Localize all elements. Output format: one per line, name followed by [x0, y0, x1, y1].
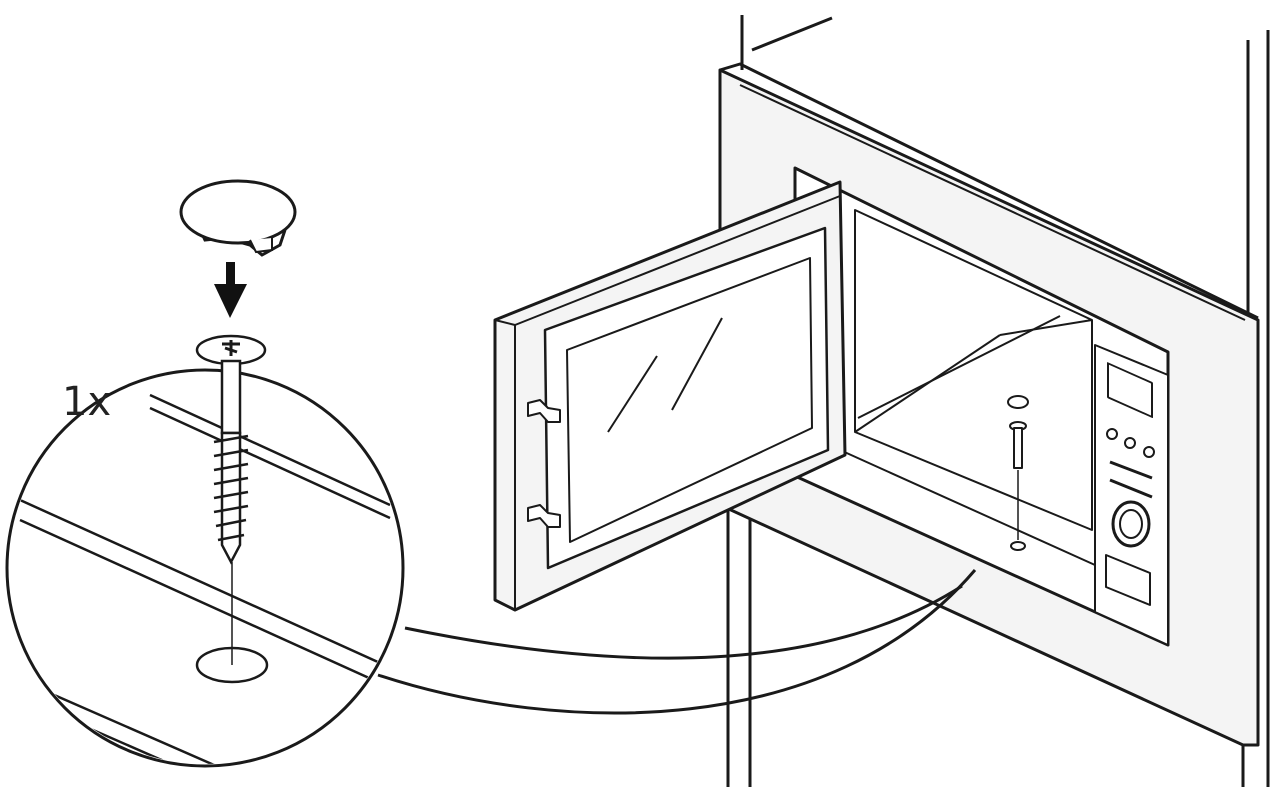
door-latch-bottom: [527, 504, 561, 528]
microwave-oven: [493, 62, 1260, 747]
detail-magnifier-circle: [5, 368, 405, 768]
display-bottom: [1105, 554, 1151, 606]
control-button-2: [1124, 437, 1136, 449]
detail-leader: [377, 569, 977, 715]
door-window: [566, 257, 813, 543]
control-button-1: [1106, 428, 1118, 440]
quantity-label: 1x: [62, 379, 112, 425]
cover-cap-icon: [179, 179, 297, 257]
down-arrow-icon: [214, 262, 247, 318]
cavity-screw: [1007, 395, 1029, 551]
cabinet: [726, 15, 1270, 787]
control-button-3: [1143, 446, 1155, 458]
cavity-back: [854, 209, 1093, 531]
door-latch-top: [527, 399, 561, 423]
screw-icon: [195, 334, 267, 565]
display-top: [1107, 362, 1153, 418]
